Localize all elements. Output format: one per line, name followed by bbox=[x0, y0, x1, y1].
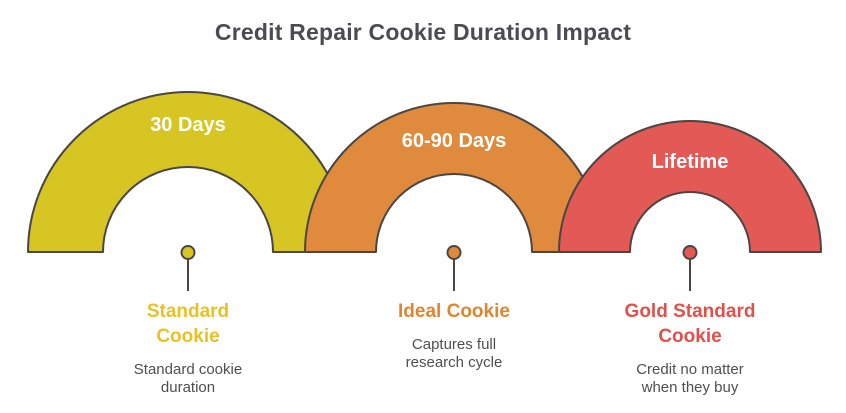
pin-head bbox=[180, 245, 196, 260]
segment-label-standard: Standard Cookie Standard cookie duration bbox=[93, 299, 283, 396]
pin-ideal bbox=[446, 245, 462, 291]
segment-name-line: Ideal Cookie bbox=[398, 301, 510, 322]
page-title: Credit Repair Cookie Duration Impact bbox=[214, 19, 632, 45]
segment-label-gold: Gold Standard Cookie Credit no matter wh… bbox=[595, 299, 785, 396]
segment-description-line: Credit no matter bbox=[636, 361, 744, 378]
segment-description: Standard cookie duration bbox=[93, 361, 283, 396]
segment-description-line: duration bbox=[160, 378, 216, 396]
arc-ideal-cookie bbox=[304, 102, 604, 253]
segment-description: Captures full research cycle bbox=[359, 336, 549, 371]
pin-head bbox=[682, 245, 698, 260]
arc-duration-label-gold: Lifetime bbox=[652, 151, 729, 173]
pin-gold bbox=[682, 245, 698, 291]
segment-name-line: Cookie bbox=[156, 326, 220, 347]
segment-description: Credit no matter when they buy bbox=[595, 361, 785, 396]
segment-name: Gold Standard Cookie bbox=[595, 299, 785, 349]
segment-name-line: Standard bbox=[146, 301, 230, 322]
segment-description-line: research cycle bbox=[405, 353, 503, 371]
segment-name-line: Cookie bbox=[658, 326, 722, 347]
segment-description-line: Standard cookie bbox=[133, 361, 243, 378]
segment-name: Ideal Cookie bbox=[359, 299, 549, 324]
pin-standard bbox=[180, 245, 196, 291]
arc-duration-label-standard: 30 Days bbox=[150, 114, 226, 136]
segment-description-line: Captures full bbox=[411, 336, 497, 353]
segment-label-ideal: Ideal Cookie Captures full research cycl… bbox=[359, 299, 549, 371]
segment-name: Standard Cookie bbox=[93, 299, 283, 349]
arc-duration-label-ideal: 60-90 Days bbox=[402, 130, 507, 152]
segment-description-line: when they buy bbox=[641, 378, 739, 396]
segment-name-line: Gold Standard bbox=[624, 301, 756, 322]
arc-gold-standard-cookie bbox=[558, 120, 822, 253]
pin-head bbox=[446, 245, 462, 260]
